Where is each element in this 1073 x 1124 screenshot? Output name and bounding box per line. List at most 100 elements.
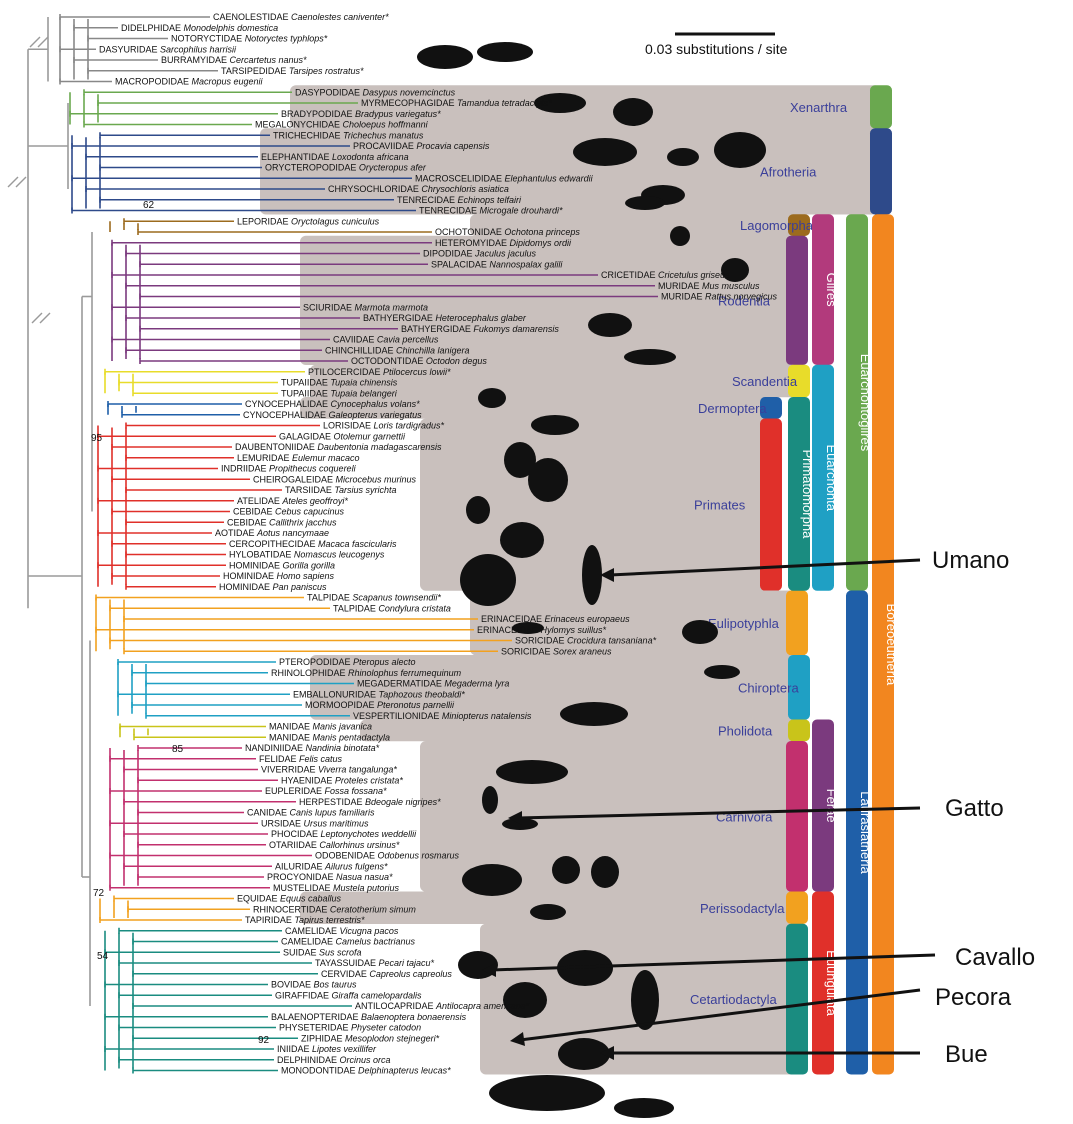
family-name: CEBIDAE (233, 507, 275, 517)
taxon-label: CANIDAE Canis lupus familiaris (247, 808, 375, 818)
species-name: Propithecus coquereli (269, 464, 357, 474)
family-name: OCTODONTIDAE (351, 356, 426, 366)
taxon-label: DASYPODIDAE Dasypus novemcinctus (295, 87, 456, 97)
clade-tab (788, 720, 810, 742)
bootstrap-value: 92 (258, 1035, 270, 1046)
taxon-label: RHINOCERTIDAE Ceratotherium simum (253, 904, 416, 914)
family-name: PROCYONIDAE (267, 872, 336, 882)
family-name: GIRAFFIDAE (275, 990, 332, 1000)
species-name: Oryctolagus cuniculus (291, 216, 380, 226)
family-name: LEPORIDAE (237, 216, 291, 226)
clade-tab (870, 85, 892, 128)
taxon-label: TENRECIDAE Microgale drouhardi* (419, 206, 563, 216)
animal-silhouette-icon (670, 226, 690, 246)
taxon-label: URSIDAE Ursus maritimus (261, 818, 369, 828)
taxon-label: TALPIDAE Condylura cristata (333, 603, 451, 613)
clade-label: Perissodactyla (700, 901, 785, 916)
taxon-label: EMBALLONURIDAE Taphozous theobaldi* (293, 689, 465, 699)
taxon-label: CEBIDAE Cebus capucinus (233, 507, 345, 517)
taxon-label: MURIDAE Mus musculus (658, 281, 760, 291)
family-name: CAMELIDAE (281, 937, 336, 947)
taxon-label: ERINACEIDAE Hylomys suillus* (477, 625, 607, 635)
taxon-label: OCHOTONIDAE Ochotona princeps (435, 227, 580, 237)
clade-label: Pholidota (718, 723, 773, 738)
species-name: Sorex araneus (553, 646, 612, 656)
animal-silhouette-icon (466, 496, 490, 524)
family-name: PTILOCERCIDAE (308, 367, 383, 377)
family-name: INDRIIDAE (221, 464, 269, 474)
taxon-label: HOMINIDAE Gorilla gorilla (229, 560, 335, 570)
taxon-label: CYNOCEPHALIDAE Galeopterus variegatus (243, 410, 422, 420)
taxon-label: ANTILOCAPRIDAE Antilocapra americana* (355, 1001, 530, 1011)
species-name: Manis javanica (313, 722, 373, 732)
family-name: CAENOLESTIDAE (213, 12, 291, 22)
clade-label: Lagomorpha (740, 218, 814, 233)
taxon-label: SORICIDAE Crocidura tansaniana* (515, 636, 657, 646)
animal-silhouette-icon (573, 138, 637, 166)
taxon-label: CHRYSOCHLORIDAE Chrysochloris asiatica (328, 184, 509, 194)
family-name: EUPLERIDAE (265, 786, 325, 796)
family-name: ANTILOCAPRIDAE (355, 1001, 436, 1011)
clade-tab (786, 591, 808, 656)
species-name: Giraffa camelopardalis (332, 990, 423, 1000)
family-name: MUSTELIDAE (273, 883, 333, 893)
species-name: Viverra tangalunga* (318, 765, 397, 775)
family-name: BRADYPODIDAE (281, 109, 355, 119)
clade-label: Xenarthra (790, 100, 848, 115)
taxon-label: VESPERTILIONIDAE Miniopterus natalensis (353, 711, 532, 721)
clade-tab (760, 419, 782, 591)
species-name: Chinchilla lanigera (396, 345, 470, 355)
taxon-label: SORICIDAE Sorex araneus (501, 646, 612, 656)
species-name: Trichechus manatus (343, 130, 424, 140)
species-name: Bos taurus (314, 980, 358, 990)
species-name: Bradypus variegatus* (355, 109, 441, 119)
taxon-label: PROCAVIIDAE Procavia capensis (353, 141, 490, 151)
family-name: BATHYERGIDAE (363, 313, 435, 323)
family-name: TAPIRIDAE (245, 915, 294, 925)
species-name: Odobenus rosmarus (378, 851, 460, 861)
taxon-label: TAPIRIDAE Tapirus terrestris* (245, 915, 365, 925)
taxon-label: PROCYONIDAE Nasua nasua* (267, 872, 393, 882)
taxon-label: MEGADERMATIDAE Megaderma lyra (357, 679, 509, 689)
annotation-umano: Umano (932, 547, 1009, 574)
taxon-label: DELPHINIDAE Orcinus orca (277, 1055, 391, 1065)
species-name: Hylomys suillus* (541, 625, 607, 635)
species-name: Tupaia chinensis (330, 378, 397, 388)
species-name: Otolemur garnettii (334, 431, 407, 441)
species-name: Chrysochloris asiatica (421, 184, 509, 194)
species-name: Gorilla gorilla (283, 560, 336, 570)
family-name: DELPHINIDAE (277, 1055, 340, 1065)
bootstrap-value: 54 (97, 951, 109, 962)
family-name: ZIPHIDAE (301, 1033, 345, 1043)
species-name: Pteropus alecto (353, 657, 416, 667)
clade-label: Dermoptera (698, 401, 767, 416)
species-name: Balaenoptera bonaerensis (361, 1012, 467, 1022)
animal-silhouette-icon (591, 856, 619, 888)
family-name: TARSIIDAE (285, 485, 334, 495)
axis-break-icon (32, 313, 42, 323)
family-name: HOMINIDAE (229, 560, 283, 570)
clade-label: Chiroptera (738, 680, 799, 695)
family-name: MEGALONYCHIDAE (255, 120, 343, 130)
species-name: Mustela putorius (333, 883, 400, 893)
species-name: Cricetulus griseus (658, 270, 730, 280)
family-name: HYLOBATIDAE (229, 550, 294, 560)
species-name: Ailurus fulgens* (324, 861, 388, 871)
taxon-label: ORYCTEROPODIDAE Orycteropus afer (265, 163, 427, 173)
taxon-label: CEBIDAE Callithrix jacchus (227, 517, 337, 527)
species-name: Miniopterus natalensis (442, 711, 532, 721)
species-name: Nasua nasua* (336, 872, 393, 882)
clade-label: Afrotheria (760, 164, 817, 179)
species-name: Ptilocercus lowii* (383, 367, 451, 377)
taxon-label: SPALACIDAE Nannospalax galili (431, 259, 563, 269)
taxon-label: BURRAMYIDAE Cercartetus nanus* (161, 55, 307, 65)
family-name: RHINOCERTIDAE (253, 904, 330, 914)
species-name: Cynocephalus volans* (331, 399, 421, 409)
taxon-label: GIRAFFIDAE Giraffa camelopardalis (275, 990, 422, 1000)
species-name: Taphozous theobaldi* (379, 689, 466, 699)
species-name: Lipotes vexillifer (312, 1044, 377, 1054)
taxon-label: MANIDAE Manis pentadactyla (269, 732, 390, 742)
axis-break-icon (16, 177, 26, 187)
species-name: Mus musculus (702, 281, 760, 291)
